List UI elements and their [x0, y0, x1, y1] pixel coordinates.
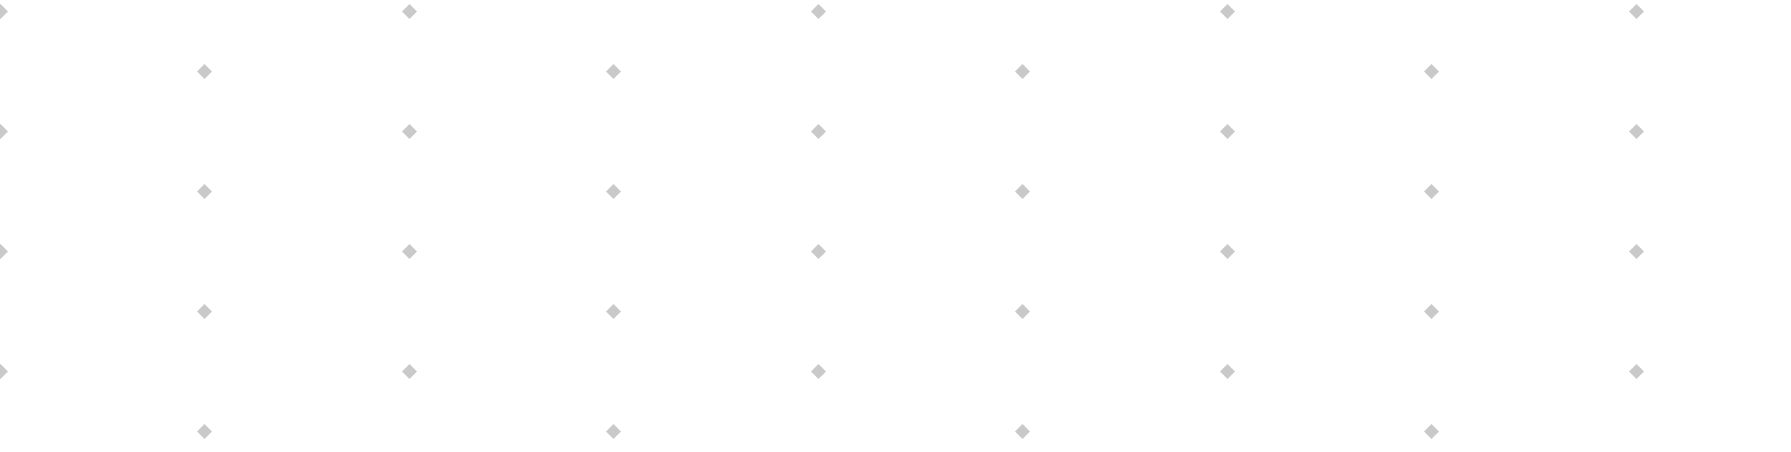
diamond-icon	[1423, 63, 1439, 79]
diamond-icon	[810, 363, 826, 379]
diamond-icon	[1014, 423, 1030, 439]
diamond-icon	[401, 363, 417, 379]
diamond-icon	[1219, 363, 1235, 379]
diamond-icon	[1423, 183, 1439, 199]
diamond-icon	[1628, 123, 1644, 139]
diamond-icon	[1219, 3, 1235, 19]
diamond-icon	[0, 243, 8, 259]
diamond-icon	[605, 423, 621, 439]
diamond-icon	[1628, 243, 1644, 259]
diamond-icon	[1423, 423, 1439, 439]
diamond-icon	[1014, 303, 1030, 319]
diamond-icon	[196, 303, 212, 319]
diamond-icon	[1423, 303, 1439, 319]
diamond-icon	[0, 3, 8, 19]
diamond-icon	[1014, 63, 1030, 79]
diamond-icon	[1628, 363, 1644, 379]
diamond-icon	[605, 303, 621, 319]
diamond-icon	[605, 63, 621, 79]
diamond-icon	[196, 183, 212, 199]
diamond-icon	[401, 123, 417, 139]
diamond-icon	[0, 363, 8, 379]
diamond-icon	[810, 3, 826, 19]
diamond-icon	[810, 123, 826, 139]
diamond-icon	[810, 243, 826, 259]
diamond-icon	[1628, 3, 1644, 19]
diamond-icon	[0, 123, 8, 139]
diamond-icon	[196, 63, 212, 79]
diamond-icon	[196, 423, 212, 439]
diamond-icon	[1219, 123, 1235, 139]
diamond-icon	[605, 183, 621, 199]
diamond-icon	[401, 243, 417, 259]
diamond-icon	[401, 3, 417, 19]
diamond-icon	[1014, 183, 1030, 199]
diamond-icon	[1219, 243, 1235, 259]
